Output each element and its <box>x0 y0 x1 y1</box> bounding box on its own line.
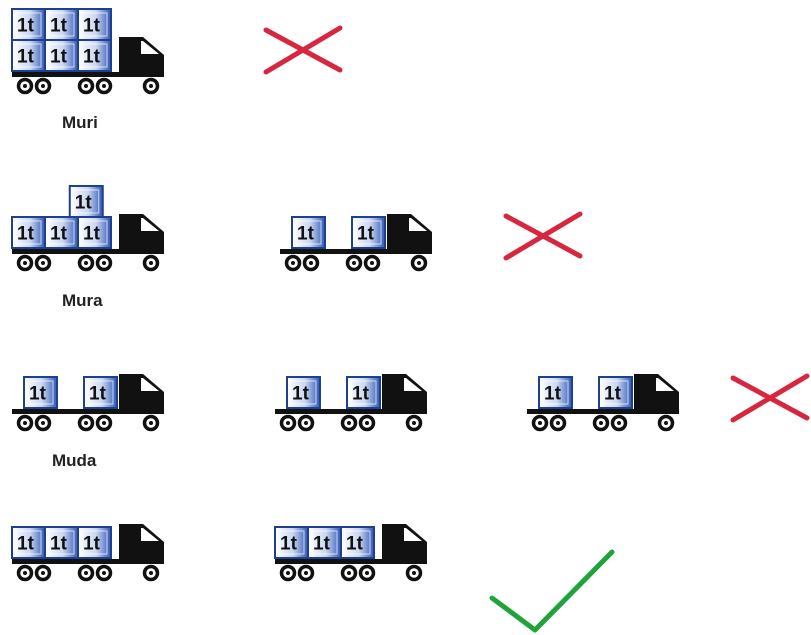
box-weight-label: 1t <box>280 534 298 555</box>
load-box: 1t <box>78 217 111 248</box>
load-box: 1t <box>45 9 78 40</box>
truck: 1t 1t <box>280 214 432 270</box>
box-weight-label: 1t <box>352 384 370 405</box>
load-box: 1t <box>45 217 78 248</box>
load-box: 1t <box>308 527 341 558</box>
box-weight-label: 1t <box>50 16 68 37</box>
load-box: 1t <box>12 527 45 558</box>
truck-window <box>404 378 422 391</box>
truck-window <box>409 218 427 231</box>
truck: 1t 1t <box>275 374 427 430</box>
truck: 1t 1t 1t 1t 1t 1t <box>12 9 164 93</box>
truck-window <box>141 378 159 391</box>
box-weight-label: 1t <box>75 193 93 214</box>
truck-chassis <box>527 409 679 414</box>
truck-window <box>141 218 159 231</box>
truck-window <box>656 378 674 391</box>
truck-chassis <box>12 249 164 254</box>
load-box: 1t <box>12 9 45 40</box>
box-weight-label: 1t <box>17 47 35 68</box>
cross-icon <box>506 214 580 258</box>
load-box: 1t <box>12 217 45 248</box>
box-weight-label: 1t <box>29 384 47 405</box>
check-icon <box>492 552 612 630</box>
box-weight-label: 1t <box>17 224 35 245</box>
box-weight-label: 1t <box>292 384 310 405</box>
load-box: 1t <box>24 377 57 408</box>
cross-icon <box>733 376 807 420</box>
load-box: 1t <box>12 40 45 71</box>
load-box: 1t <box>70 186 103 217</box>
truck-chassis <box>275 409 427 414</box>
truck-window <box>141 528 159 541</box>
load-box: 1t <box>45 40 78 71</box>
load-box: 1t <box>275 527 308 558</box>
box-weight-label: 1t <box>17 534 35 555</box>
box-weight-label: 1t <box>83 224 101 245</box>
box-weight-label: 1t <box>313 534 331 555</box>
cross-icon <box>266 28 340 72</box>
truck-chassis <box>280 249 432 254</box>
truck-chassis <box>275 559 427 564</box>
truck-chassis <box>12 559 164 564</box>
box-weight-label: 1t <box>89 384 107 405</box>
box-weight-label: 1t <box>50 224 68 245</box>
load-box: 1t <box>352 217 385 248</box>
box-weight-label: 1t <box>83 16 101 37</box>
truck: 1t 1t <box>527 374 679 430</box>
truck-window <box>141 41 159 54</box>
load-box: 1t <box>45 527 78 558</box>
load-box: 1t <box>292 217 325 248</box>
load-box: 1t <box>78 527 111 558</box>
load-box: 1t <box>84 377 117 408</box>
box-weight-label: 1t <box>50 47 68 68</box>
load-box: 1t <box>78 9 111 40</box>
load-box: 1t <box>341 527 374 558</box>
box-weight-label: 1t <box>17 16 35 37</box>
load-box: 1t <box>78 40 111 71</box>
box-weight-label: 1t <box>83 534 101 555</box>
box-weight-label: 1t <box>357 224 375 245</box>
box-weight-label: 1t <box>83 47 101 68</box>
row-label-mura: Mura <box>62 291 103 311</box>
truck: 1t 1t 1t <box>12 524 164 580</box>
load-box: 1t <box>539 377 572 408</box>
truck-chassis <box>12 72 164 77</box>
truck: 1t 1t 1t <box>275 524 427 580</box>
load-box: 1t <box>287 377 320 408</box>
box-weight-label: 1t <box>604 384 622 405</box>
truck: 1t 1t <box>12 374 164 430</box>
truck-window <box>404 528 422 541</box>
truck: 1t 1t 1t 1t <box>12 186 164 270</box>
box-weight-label: 1t <box>297 224 315 245</box>
load-box: 1t <box>347 377 380 408</box>
truck-chassis <box>12 409 164 414</box>
row-label-muda: Muda <box>52 451 96 471</box>
box-weight-label: 1t <box>346 534 364 555</box>
box-weight-label: 1t <box>544 384 562 405</box>
load-box: 1t <box>599 377 632 408</box>
box-weight-label: 1t <box>50 534 68 555</box>
row-label-muri: Muri <box>62 113 98 133</box>
